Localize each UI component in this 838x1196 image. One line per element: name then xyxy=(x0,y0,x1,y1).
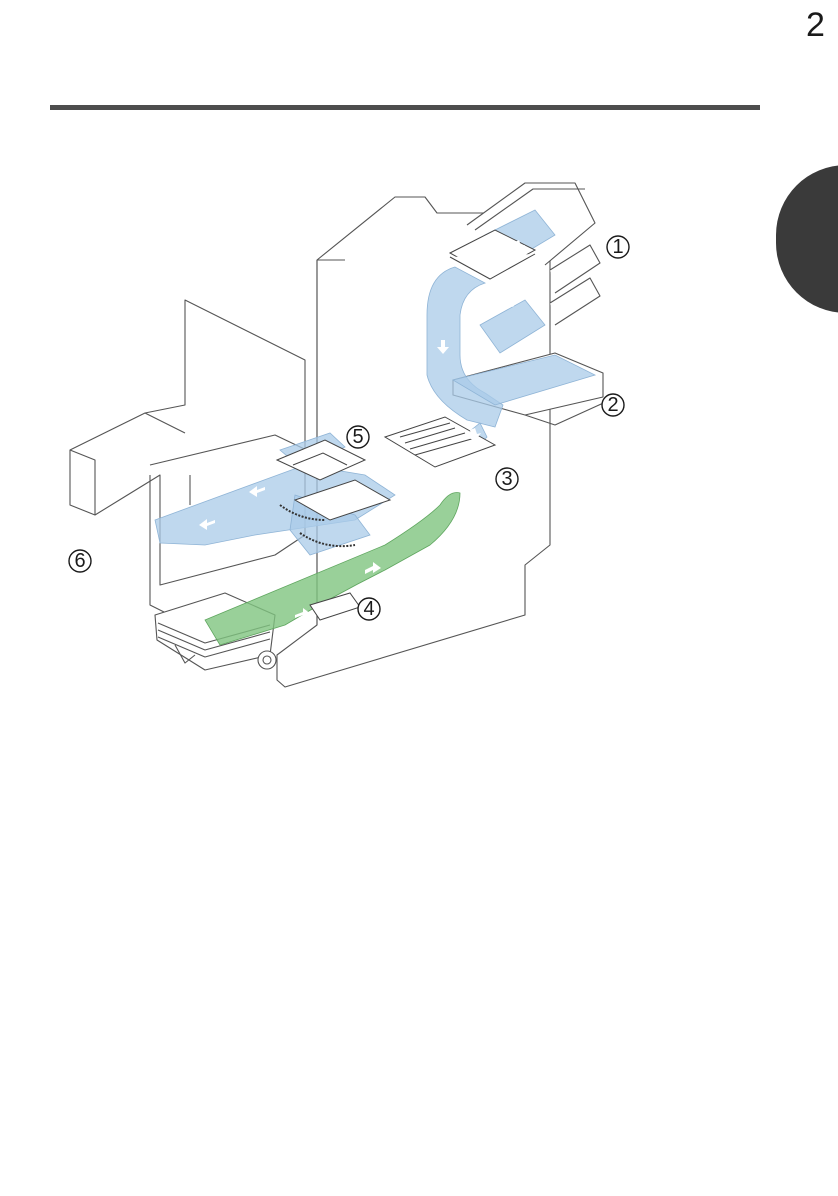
page-number: 2 xyxy=(806,8,825,42)
callout-6-label: 6 xyxy=(74,550,85,572)
header-rule xyxy=(50,105,760,110)
callout-5-label: 5 xyxy=(352,426,363,448)
callout-2-label: 2 xyxy=(607,394,618,416)
stacker-roller xyxy=(258,651,276,669)
chapter-tab xyxy=(776,165,838,313)
callout-1-label: 1 xyxy=(612,236,623,258)
callout-3-label: 3 xyxy=(501,468,512,490)
callout-4-label: 4 xyxy=(363,598,374,620)
machine-illustration: 1 2 3 4 5 6 xyxy=(55,175,675,695)
